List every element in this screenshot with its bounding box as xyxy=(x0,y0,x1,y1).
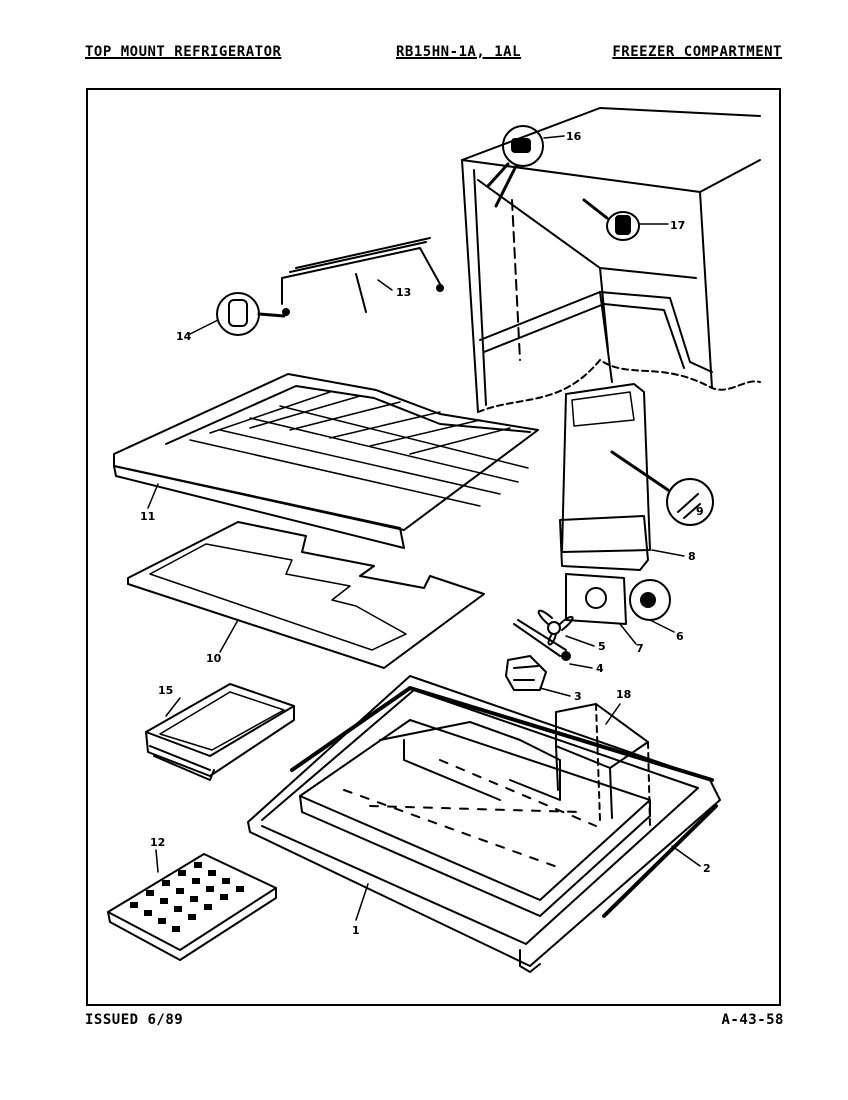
callout-11: 11 xyxy=(140,510,155,523)
callout-17: 17 xyxy=(670,219,685,232)
fan-mounting-bracket xyxy=(565,573,627,625)
callout-12: 12 xyxy=(150,836,165,849)
callout-16: 16 xyxy=(566,130,582,143)
fastener-screw-icon xyxy=(666,478,714,526)
callout-10: 10 xyxy=(206,652,222,665)
freezer-wire-shelf xyxy=(113,373,539,549)
diagram-frame xyxy=(86,88,781,1006)
callout-15: 15 xyxy=(158,684,173,697)
footer-issue-date: ISSUED 6/89 xyxy=(85,1012,184,1028)
footer-page-code: A-43-58 xyxy=(721,1012,784,1028)
shelf-clip-icon xyxy=(216,292,286,336)
evaporator-cover xyxy=(559,383,670,571)
air-duct-partition xyxy=(555,703,651,827)
header-section: FREEZER COMPARTMENT xyxy=(612,44,782,60)
thermostat-knob-icon xyxy=(582,198,640,241)
fan-motor xyxy=(505,655,547,691)
header-model-number: RB15HN-1A, 1AL xyxy=(396,44,522,60)
ice-bucket xyxy=(145,683,295,781)
callout-5: 5 xyxy=(598,640,606,653)
freezer-cabinet xyxy=(461,107,761,413)
callout-13: 13 xyxy=(396,286,411,299)
callout-labels: 1 2 3 4 5 6 7 8 9 10 11 12 13 14 15 16 1… xyxy=(140,130,711,937)
motor-bracket xyxy=(513,619,571,661)
callout-18: 18 xyxy=(616,688,631,701)
callout-8: 8 xyxy=(688,550,696,563)
callout-9: 9 xyxy=(696,505,704,518)
callout-14: 14 xyxy=(176,330,192,343)
callout-6: 6 xyxy=(676,630,684,643)
door-gasket xyxy=(290,686,718,918)
callout-2: 2 xyxy=(703,862,711,875)
fan-blade xyxy=(537,609,574,646)
light-socket-icon xyxy=(486,125,544,208)
callout-1: 1 xyxy=(352,924,360,937)
grommet-icon xyxy=(629,579,671,621)
callout-3: 3 xyxy=(574,690,582,703)
freezer-cover-panel xyxy=(127,521,485,669)
header-model-type: TOP MOUNT REFRIGERATOR xyxy=(85,44,282,60)
ice-cube-tray xyxy=(107,853,277,961)
callout-7: 7 xyxy=(636,642,644,655)
shelf-support-wire xyxy=(281,237,444,316)
callout-4: 4 xyxy=(596,662,604,675)
callout-leaders xyxy=(147,135,701,921)
